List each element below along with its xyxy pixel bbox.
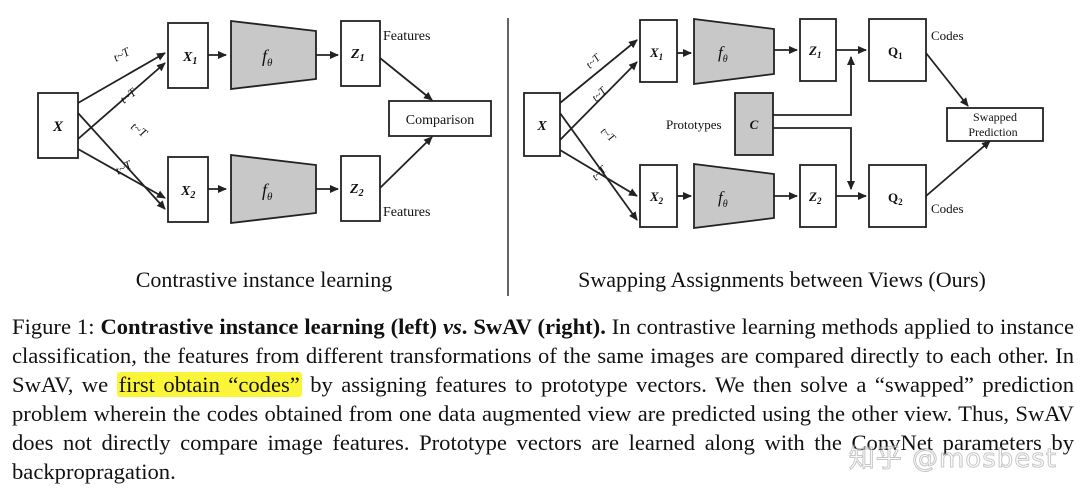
left-view1-label: X1 — [182, 50, 197, 67]
right-t-label-4: t~T — [590, 163, 610, 183]
right-q1-label: Q1 — [888, 44, 903, 61]
right-encoder-top-label: fθ — [718, 43, 728, 65]
left-input-x-box — [37, 92, 79, 159]
left-view1-box — [167, 22, 209, 89]
left-encoder-top — [230, 19, 317, 91]
swav-figure: X X1 X2 fθ fθ Z1 Z2 Features Features Co… — [37, 17, 1044, 296]
left-encoder-bottom — [230, 153, 317, 225]
left-encoder-top-label: fθ — [262, 46, 273, 69]
right-view2-label: X2 — [649, 189, 664, 206]
left-view2-label: X2 — [180, 184, 195, 201]
left-z2-label: Z2 — [349, 182, 364, 199]
caption-figure-label: Figure 1: — [12, 314, 95, 339]
right-input-x-label: X — [536, 119, 547, 134]
right-codes-top: Codes — [931, 28, 964, 43]
left-view2-box — [167, 156, 209, 223]
left-z1-box — [340, 20, 381, 87]
right-view1-label: X1 — [649, 45, 663, 62]
left-t-label-3: t~T — [128, 119, 151, 141]
zhihu-watermark: 知乎 @mosbest — [848, 444, 1057, 475]
left-comparison-label: Comparison — [406, 113, 474, 128]
figure-caption: Figure 1: Contrastive instance learning … — [12, 312, 1074, 486]
right-q2-label: Q2 — [888, 190, 903, 207]
caption-text-part1: In contrastive learning methods applied … — [12, 314, 1074, 397]
right-view2-box — [639, 164, 678, 228]
right-prototypes-label: Prototypes — [666, 117, 722, 132]
left-input-x-label: X — [52, 119, 64, 135]
right-swapped-prediction-box — [946, 107, 1044, 142]
right-encoder-bottom-label: fθ — [718, 188, 728, 210]
left-subtitle: Contrastive instance learning — [136, 267, 393, 292]
right-swapped-line1: Swapped — [973, 110, 1017, 124]
right-codes-bottom: Codes — [931, 201, 964, 216]
left-encoder-bottom-label: fθ — [262, 180, 273, 203]
right-q1-box — [868, 18, 927, 82]
right-prototypes-c-label: C — [750, 117, 759, 132]
right-input-x-box — [523, 92, 561, 157]
right-t-label-2: t~T — [590, 84, 610, 104]
right-encoder-top — [693, 17, 775, 86]
left-t-label-4: t~T — [113, 157, 135, 178]
left-z2-box — [340, 155, 381, 222]
right-t-label-3: t~T — [598, 125, 618, 145]
left-features-top: Features — [383, 29, 430, 44]
caption-bold-title: Contrastive instance learning (left) vs.… — [100, 314, 606, 339]
right-z1-box — [799, 18, 837, 82]
left-comparison-box — [388, 100, 492, 137]
right-z1-label: Z1 — [808, 43, 821, 60]
right-t-label-1: t~T — [584, 51, 604, 71]
right-encoder-bottom — [693, 162, 775, 230]
left-features-bottom: Features — [383, 205, 430, 220]
right-prototypes-box — [734, 92, 774, 156]
right-z2-box — [799, 164, 837, 228]
caption-text-part2: by assigning features to prototype vecto… — [12, 372, 1074, 484]
right-subtitle: Swapping Assignments between Views (Ours… — [578, 267, 986, 292]
right-view1-box — [639, 19, 678, 83]
right-swapped-line2: Prediction — [968, 125, 1017, 139]
left-panel — [77, 51, 433, 210]
right-z2-label: Z2 — [808, 189, 822, 206]
left-z1-label: Z1 — [350, 47, 365, 64]
left-t-label-1: t~T — [111, 44, 133, 65]
caption-highlight: first obtain “codes” — [116, 372, 302, 397]
right-q2-box — [868, 164, 927, 228]
right-panel — [559, 39, 991, 221]
